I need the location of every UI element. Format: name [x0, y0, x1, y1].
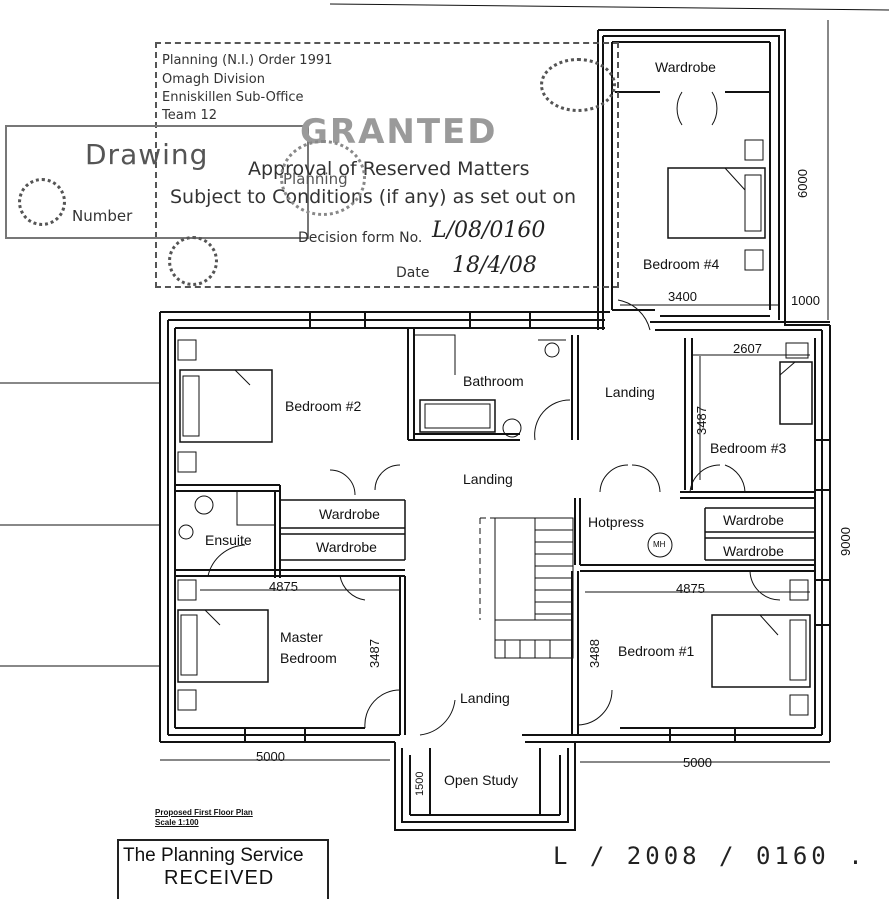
- decision-date: 18/4/08: [452, 253, 537, 278]
- number-label: Number: [72, 207, 133, 225]
- received-line-1: The Planning Service: [123, 845, 304, 866]
- dimension-1500: 1500: [414, 771, 426, 796]
- room-label-landing: Landing: [605, 384, 655, 400]
- dimension-3488: 3488: [587, 639, 602, 668]
- room-label-wardrobe: Wardrobe: [723, 512, 784, 528]
- drawing-label: Drawing: [85, 138, 209, 171]
- dimension-9000: 9000: [838, 527, 853, 556]
- room-label-bedroom1: Bedroom #1: [618, 643, 695, 659]
- dimension-5000: 5000: [683, 755, 712, 770]
- dimension-3400: 3400: [668, 289, 697, 304]
- room-label-landing: Landing: [463, 471, 513, 487]
- ensuite-walls: [175, 464, 406, 601]
- plan-title: Proposed First Floor Plan: [155, 808, 253, 817]
- stamp-line-3: Enniskillen Sub-Office: [162, 90, 304, 105]
- stamp-line-2: Omagh Division: [162, 72, 265, 87]
- dimension-4875: 4875: [269, 579, 298, 594]
- stamp-frame: [155, 42, 619, 288]
- decision-form-number: L/08/0160: [432, 218, 546, 243]
- room-label-master-bedroom: Bedroom: [280, 650, 337, 666]
- room-label-open-study: Open Study: [444, 772, 518, 788]
- room-label-bathroom: Bathroom: [463, 373, 524, 389]
- dimension-6000: 6000: [795, 169, 810, 198]
- bedroom1-furniture: [419, 571, 811, 736]
- room-label-bedroom3: Bedroom #3: [710, 440, 787, 456]
- dimension-2607: 2607: [733, 341, 762, 356]
- staircase: [479, 517, 574, 659]
- conditions-text: Subject to Conditions (if any) as set ou…: [170, 186, 577, 208]
- date-label: Date: [396, 265, 430, 281]
- plan-scale: Scale 1:100: [155, 818, 199, 827]
- dimension-1000: 1000: [791, 293, 820, 308]
- received-stamp: [117, 839, 329, 899]
- room-label-landing: Landing: [460, 690, 510, 706]
- room-label-bedroom2: Bedroom #2: [285, 398, 362, 414]
- bedroom2-furniture: [177, 339, 273, 473]
- room-label-wardrobe: Wardrobe: [723, 543, 784, 559]
- room-label-wardrobe: Wardrobe: [319, 506, 380, 522]
- dimension-4875: 4875: [676, 581, 705, 596]
- room-label-wardrobe: Wardrobe: [655, 59, 716, 75]
- room-label-master: Master: [280, 629, 323, 645]
- dimension-3487: 3487: [367, 639, 382, 668]
- room-label-hotpress: Hotpress: [588, 514, 645, 530]
- seal-icon: [540, 58, 616, 112]
- seal-icon: [18, 178, 66, 226]
- room-label-wardrobe: Wardrobe: [316, 539, 377, 555]
- seal-icon: [168, 236, 218, 286]
- dimension-3487: 3487: [694, 406, 709, 435]
- room-label-bedroom4: Bedroom #4: [643, 256, 720, 272]
- master-bedroom-furniture: [177, 576, 406, 735]
- hotpress-walls: [574, 464, 815, 601]
- decision-form-label: Decision form No.: [298, 230, 423, 246]
- room-label-mh: MH: [653, 540, 666, 549]
- application-reference: L / 2008 / 0160 .: [553, 842, 867, 870]
- stamp-line-1: Planning (N.I.) Order 1991: [162, 53, 333, 68]
- stamp-line-4: Team 12: [162, 108, 218, 123]
- seal-icon: [280, 140, 366, 216]
- bedroom3-walls: [680, 338, 815, 499]
- main-house-walls: [159, 311, 831, 743]
- dimension-lines: [0, 304, 830, 763]
- room-label-ensuite: Ensuite: [205, 532, 252, 548]
- dimension-5000: 5000: [256, 749, 285, 764]
- seal-text: Planning: [283, 170, 348, 188]
- bathroom-walls: [407, 328, 579, 441]
- open-study-walls: [394, 742, 576, 831]
- received-line-2: RECEIVED: [164, 867, 275, 889]
